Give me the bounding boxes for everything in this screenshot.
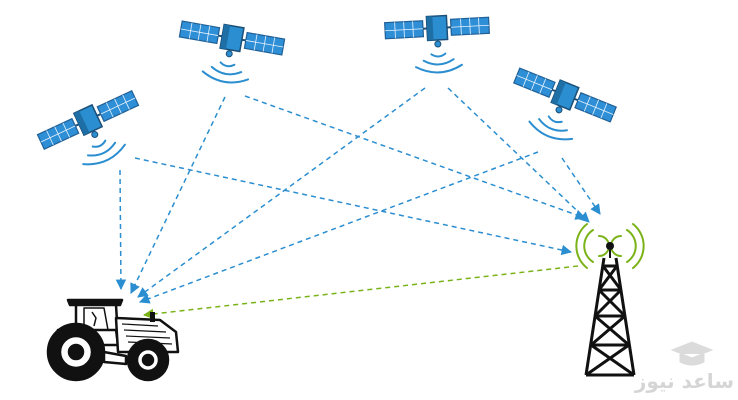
link-sat4-tractor [139, 151, 539, 304]
graduation-cap-icon [670, 341, 714, 366]
link-sat2-tower [244, 95, 586, 220]
link-sat1-tractor [115, 169, 127, 291]
satellite-4-icon [499, 63, 619, 157]
watermark: ساعد نیوز [634, 341, 734, 393]
tractor-icon [46, 298, 180, 382]
link-sat2-tractor [130, 96, 226, 294]
radio-tower-icon [575, 223, 645, 377]
satellite-3-icon [383, 12, 493, 77]
link-sat3-tower [447, 87, 590, 223]
satellite-1-icon [34, 86, 155, 184]
watermark-text: ساعد نیوز [634, 369, 734, 393]
satellite-2-icon [172, 16, 287, 92]
signal-links [115, 87, 601, 320]
link-sat4-tower [561, 157, 601, 215]
link-sat1-tower [134, 157, 573, 256]
link-tower-tractor [142, 265, 579, 320]
link-sat3-tractor [137, 87, 426, 298]
